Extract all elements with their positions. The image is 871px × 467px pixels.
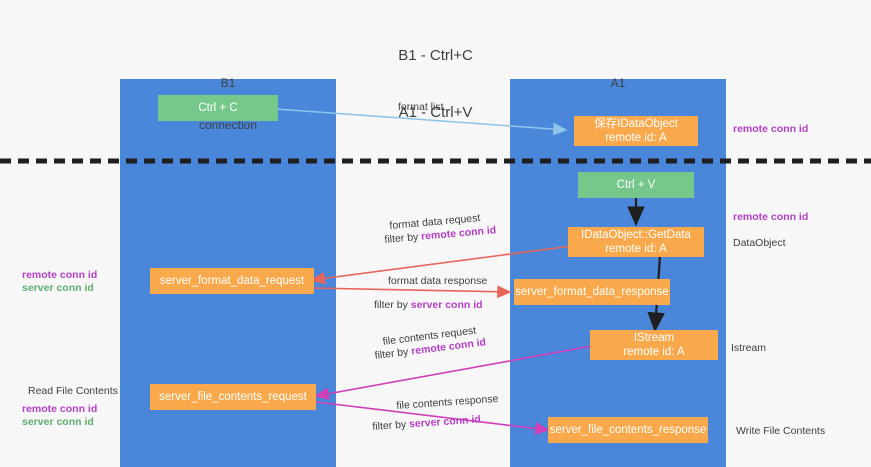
annotation-right-remote-conn-id-mid-text: remote conn id — [733, 211, 809, 223]
annotation-left-remote-conn-id-mid-text: remote conn id — [22, 269, 98, 281]
annotation-right-write-file-contents: Write File Contents — [736, 425, 825, 437]
box-idataobject-store-line2: remote id: A — [605, 132, 667, 144]
title-line-2: A1 - Ctrl+V — [398, 104, 473, 121]
box-ctrl-v[interactable]: Ctrl + V — [578, 172, 694, 198]
edge-label-format-data-response: format data response — [388, 275, 487, 287]
annotation-right-remote-conn-id-mid: remote conn id — [733, 211, 808, 223]
annotation-left-server-conn-id-bottom-text: server conn id — [22, 416, 94, 428]
annotation-left-read-file-contents-text: Read File Contents — [28, 385, 118, 397]
annotation-left-remote-conn-id-bottom: remote conn id — [22, 403, 97, 415]
annotation-right-istream: Istream — [731, 342, 766, 354]
annotation-left-remote-conn-id-mid: remote conn id — [22, 269, 97, 281]
annotation-left-remote-conn-id-bottom-text: remote conn id — [22, 403, 98, 415]
column-b1-name: B1 — [220, 76, 236, 90]
box-istream-line2: remote id: A — [623, 346, 685, 358]
annotation-right-data-object: DataObject — [733, 237, 786, 249]
box-server-file-contents-response-label: server_file_contents_response — [549, 424, 707, 436]
edge-filter-prefix-2: filter by — [374, 299, 411, 311]
annotation-right-remote-conn-id-top: remote conn id — [733, 123, 808, 135]
annotation-right-write-file-contents-text: Write File Contents — [736, 425, 826, 437]
edge-format-list-text: format list — [398, 101, 444, 113]
box-ctrl-c[interactable]: Ctrl + C — [158, 95, 278, 121]
box-server-format-data-request[interactable]: server_format_data_request — [150, 268, 314, 294]
edge-format-data-response-text: format data response — [388, 275, 488, 287]
box-ctrl-v-label: Ctrl + V — [616, 179, 656, 191]
box-server-file-contents-request[interactable]: server_file_contents_request — [150, 384, 316, 410]
edge-filter-prefix-4: filter by — [372, 418, 410, 433]
box-server-file-contents-response[interactable]: server_file_contents_response — [548, 417, 708, 443]
box-server-format-data-response[interactable]: server_format_data_response — [514, 279, 670, 305]
box-server-format-data-response-label: server_format_data_response — [515, 286, 669, 298]
box-server-format-data-request-label: server_format_data_request — [159, 275, 305, 287]
annotation-right-istream-text: Istream — [731, 342, 767, 354]
annotation-left-server-conn-id-mid-text: server conn id — [22, 282, 94, 294]
box-istream-line1: IStream — [633, 332, 675, 344]
annotation-right-data-object-text: DataObject — [733, 237, 786, 249]
box-istream[interactable]: IStream remote id: A — [590, 330, 718, 360]
column-a1-name: A1 — [610, 76, 626, 90]
edge-label-format-list: format list — [398, 101, 444, 113]
edge-filter-format-data-response: filter by server conn id — [374, 299, 483, 311]
annotation-left-server-conn-id-bottom: server conn id — [22, 416, 94, 428]
column-b1-sub: connection — [198, 118, 258, 132]
annotation-left-read-file-contents: Read File Contents — [28, 385, 118, 397]
box-ctrl-c-label: Ctrl + C — [198, 102, 238, 114]
title-line-1: B1 - Ctrl+C — [398, 47, 473, 64]
box-idataobject-store-line1: 保存IDataObject — [594, 118, 678, 130]
annotation-right-remote-conn-id-top-text: remote conn id — [733, 123, 809, 135]
box-server-file-contents-request-label: server_file_contents_request — [159, 391, 307, 403]
box-getdata-line2: remote id: A — [605, 243, 667, 255]
box-idataobject-store[interactable]: 保存IDataObject remote id: A — [574, 116, 698, 146]
column-header-b1: B1 connection — [120, 48, 336, 160]
annotation-left-server-conn-id-mid: server conn id — [22, 282, 94, 294]
box-idataobject-getdata[interactable]: IDataObject::GetData remote id: A — [568, 227, 704, 257]
box-getdata-line1: IDataObject::GetData — [581, 229, 691, 241]
diagram-title: B1 - Ctrl+C A1 - Ctrl+V — [0, 8, 871, 160]
edge-filter-value-2: server conn id — [410, 299, 483, 311]
